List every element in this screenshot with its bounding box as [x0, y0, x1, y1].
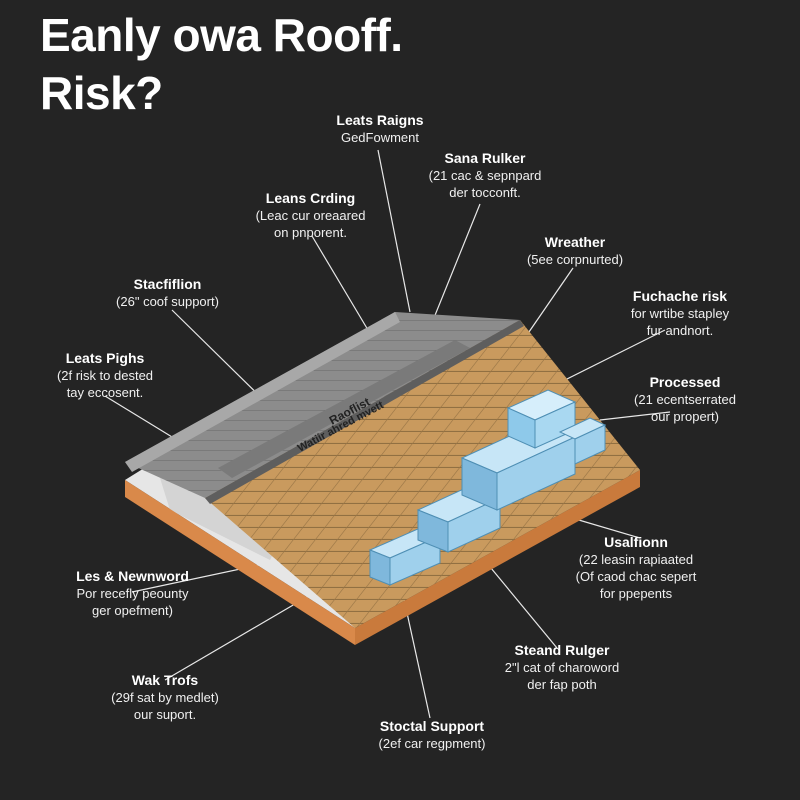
callout-usalfionn: Usalfionn (22 leasin rapiaated (Of caod …: [575, 534, 697, 601]
rooftop-units: [368, 389, 607, 586]
callout-leats-pighs: Leats Pighs (2f risk to dested tay eccos…: [56, 350, 154, 400]
callout-les-newnword: Les & Newnword Por recefly peounty ger o…: [76, 568, 189, 618]
callout-leans-crding: Leans Crding (Leac cur oreaared on pnpor…: [255, 190, 366, 240]
page-title-line2: Risk?: [40, 67, 163, 119]
metal-ridge: [125, 312, 400, 472]
callout-fuchache-risk: Fuchache risk for wrtibe stapley fur and…: [630, 288, 730, 338]
fascia-front: [355, 470, 640, 645]
callout-processed: Processed (21 ecentserrated our propert): [634, 374, 736, 424]
metal-edge: [205, 320, 524, 504]
callout-wak-trofs: Wak Trofs (29f sat by medlet) our suport…: [111, 672, 219, 722]
callout-stean-rulger: Steand Rulger 2"l cat of charoword der f…: [504, 642, 620, 692]
callout-wreather: Wreather (5ee corpnurted): [526, 234, 624, 267]
callout-stacfiflion: Stacfiflion (26" coof support): [116, 276, 219, 309]
callout-leats-raigns: Leats Raigns GedFowment: [336, 112, 424, 145]
page-title: Eanly owa Rooff.: [40, 9, 403, 61]
callout-stoctal-support: Stoctal Support (2ef car regpment): [378, 718, 486, 751]
ridge-vent: [218, 340, 470, 478]
fascia-left: [125, 480, 355, 645]
callout-sana-rulker: Sana Rulker (21 cac & sepnpard der tocco…: [428, 150, 542, 200]
